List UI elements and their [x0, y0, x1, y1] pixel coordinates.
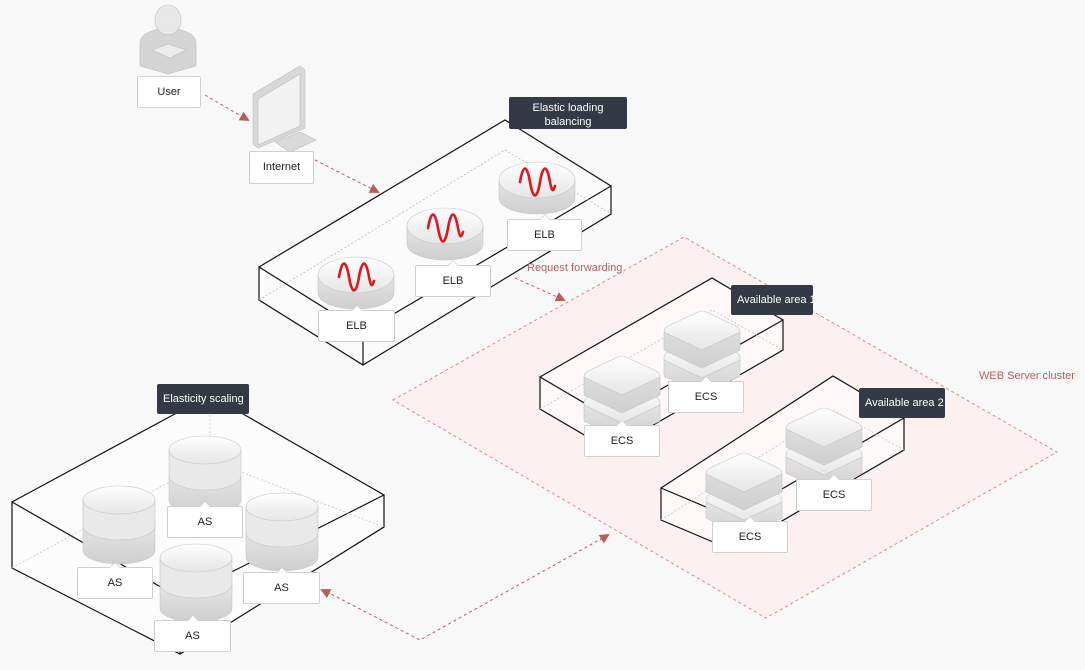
scaling-arrowhead-as: [320, 589, 332, 599]
area-2-title: Available area 2: [859, 388, 945, 418]
as-2-label: AS: [77, 562, 153, 599]
monitor-icon: [252, 65, 317, 153]
as-2-icon: [82, 485, 156, 565]
as-3-icon: [245, 492, 319, 572]
internet-to-elb-arrow: [314, 159, 380, 193]
as-4-icon: [159, 543, 233, 623]
ecs-1-label: ECS: [668, 376, 744, 413]
elb-1-icon: [316, 255, 396, 311]
user-label: User: [137, 76, 201, 108]
web-cluster-region: [391, 236, 1059, 619]
internet-label: Internet: [249, 151, 314, 184]
elb-1-label: ELB: [318, 305, 395, 342]
scaling-link-arrow: [322, 534, 609, 641]
elb-2-icon: [405, 206, 485, 262]
request-forwarding-arrow: [514, 277, 566, 302]
request-forwarding-note: Request forwarding: [527, 262, 623, 274]
ecs-4-label: ECS: [712, 516, 788, 553]
elb-2-label: ELB: [415, 260, 491, 297]
elb-3-label: ELB: [507, 214, 582, 251]
area-1-title: Available area 1: [731, 285, 816, 315]
as-group-title: Elasticity scaling: [157, 384, 249, 414]
ecs-3-label: ECS: [796, 474, 872, 511]
as-4-label: AS: [154, 615, 231, 652]
scaling-arrowhead-cluster: [598, 533, 610, 544]
web-cluster-note: WEB Server cluster: [979, 370, 1075, 382]
elb-3-icon: [497, 160, 577, 216]
ecs-2-label: ECS: [584, 420, 660, 457]
user-icon: [139, 4, 197, 75]
user-to-internet-arrow: [204, 94, 250, 122]
elb-group-title: Elastic loading balancing: [509, 97, 627, 129]
as-3-label: AS: [243, 567, 320, 604]
as-1-label: AS: [167, 501, 243, 538]
